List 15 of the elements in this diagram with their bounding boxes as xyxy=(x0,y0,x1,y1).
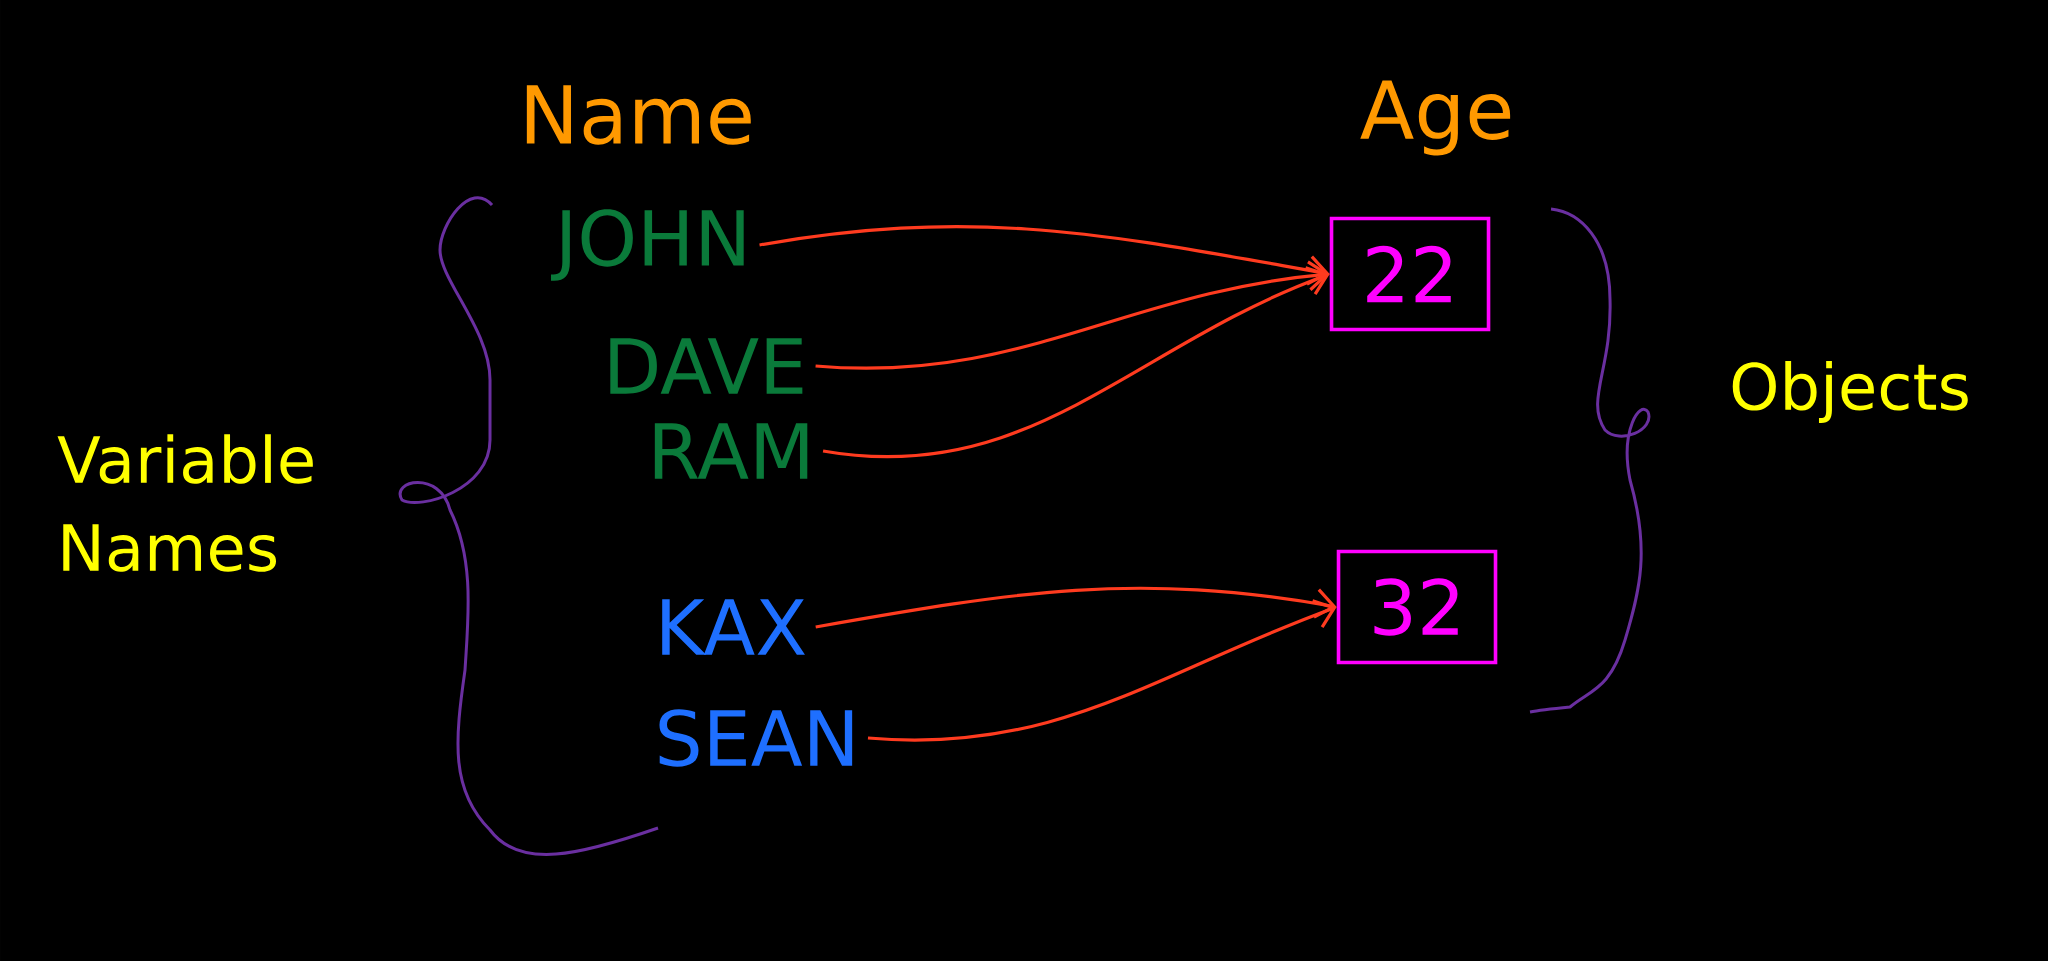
arrow xyxy=(759,225,1330,286)
variable-name: KAX xyxy=(662,599,805,655)
value-box: 32 xyxy=(1336,549,1498,665)
arrow xyxy=(815,260,1330,370)
variable-name: JOHN xyxy=(551,209,744,281)
heading: Variable Names xyxy=(57,434,313,572)
variable-name: RAM xyxy=(654,423,808,479)
heading: Name xyxy=(526,85,751,145)
variable-name: SEAN xyxy=(659,709,853,767)
arrow xyxy=(822,266,1330,459)
heading: Objects xyxy=(1732,361,1968,423)
arrow xyxy=(867,599,1337,742)
variable-name: DAVE xyxy=(610,338,803,394)
arrow xyxy=(815,586,1337,629)
value-box: 22 xyxy=(1329,216,1491,332)
